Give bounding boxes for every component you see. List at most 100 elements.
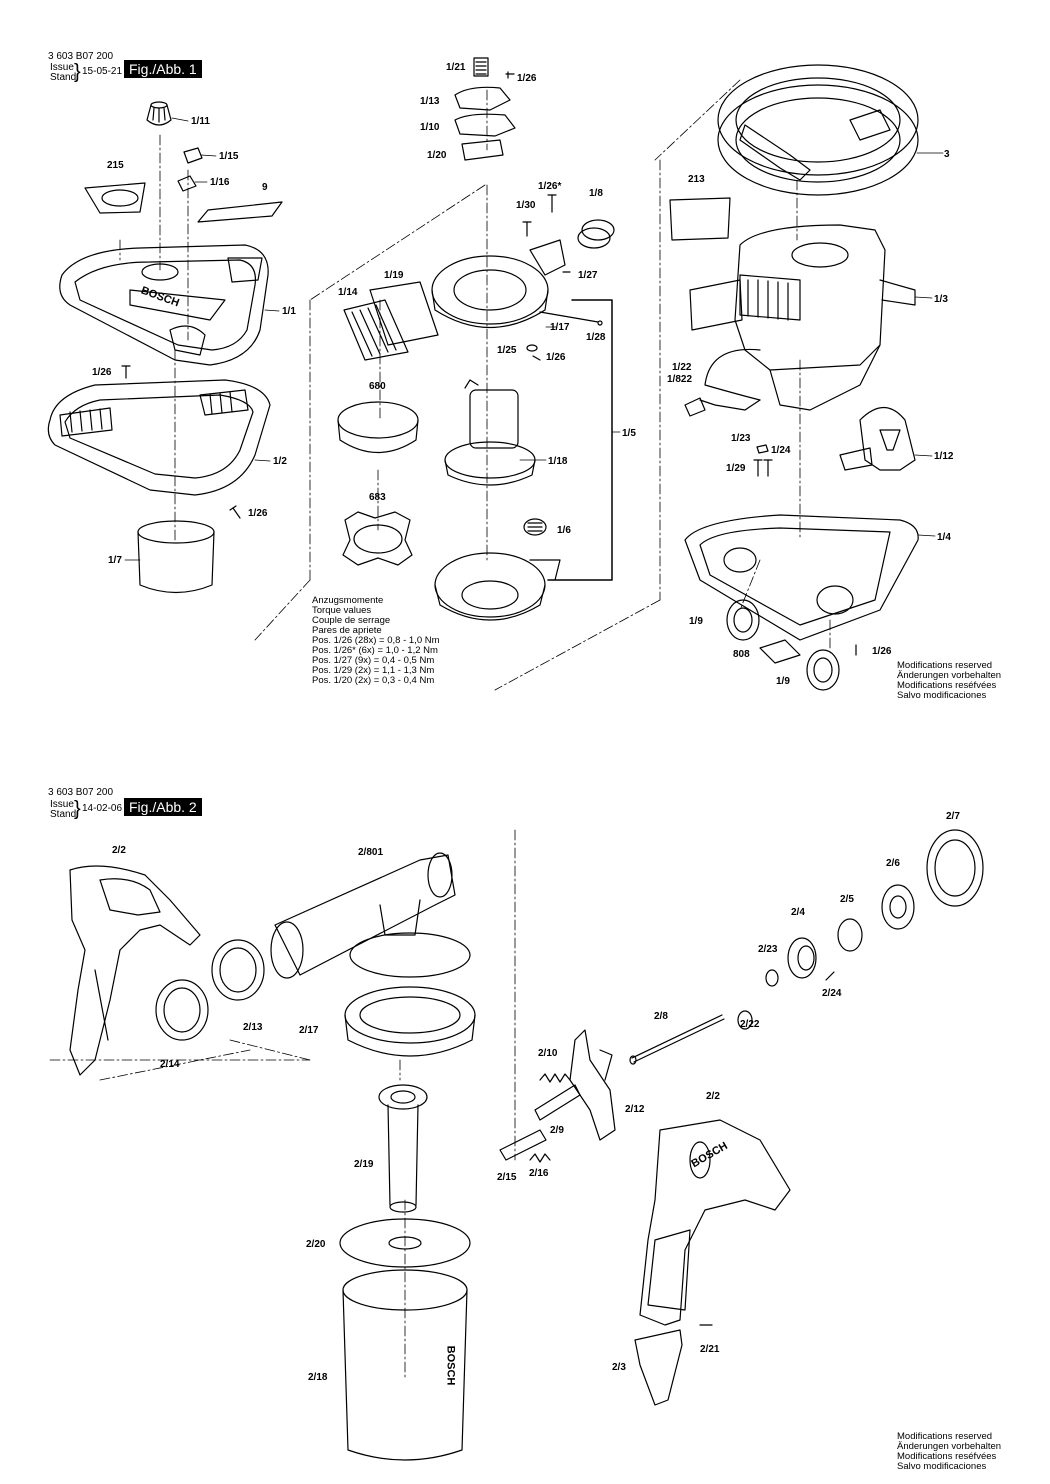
part-label: 1/5 [622,428,636,439]
part-label: 1/17 [550,322,570,333]
part-label: 2/13 [243,1022,263,1033]
part-label: 3 [944,149,950,160]
screw-1-26 [505,71,515,79]
part-label: 2/18 [308,1372,328,1383]
lower-fan-housing [434,552,561,621]
part-label: 1/29 [726,463,746,474]
part-1-8 [577,219,615,249]
part-label: 1/30 [516,200,536,211]
part-1-9-wheel [726,599,760,641]
screw-1-26-star [547,194,557,213]
screw-1-26 [532,355,541,361]
part-1-7 [137,520,215,594]
part-label: 683 [369,492,386,503]
part-label: 1/24 [771,445,791,456]
part-1-15 [183,147,203,164]
part-label: 1/14 [338,287,358,298]
part-label: 1/26* [538,181,562,192]
part-label: 1/3 [934,294,948,305]
part-1-18 [444,379,536,486]
part-label: 680 [369,381,386,392]
part-2-4 [787,937,817,979]
part-label: 2/7 [946,811,960,822]
part-1-13 [454,86,511,111]
part-1-2 [47,379,271,496]
doc-number: 3 603 B07 200 [48,787,114,798]
part-label: 2/6 [886,858,900,869]
part-2-801 [270,852,456,979]
part-1-28 [539,311,603,326]
part-label: 808 [733,649,750,660]
part-label: 2/2 [112,845,126,856]
part-label: 1/26 [517,73,537,84]
separator-lines-fig2 [49,829,516,1381]
part-label: 2/4 [791,907,805,918]
part-label: 1/10 [420,122,440,133]
part-label: 1/9 [776,676,790,687]
part-1-20 [461,139,504,161]
part-label: 2/19 [354,1159,374,1170]
part-213 [669,197,731,241]
part-9 [197,201,283,223]
issue-label: Issue [50,799,74,810]
part-label: 2/3 [612,1362,626,1373]
part-2-10 [539,1073,571,1083]
part-label: 1/28 [586,332,606,343]
figure-label: Fig./Abb. 1 [124,60,202,78]
part-label: 1/25 [497,345,517,356]
brace: } [74,61,81,83]
leader-lines [124,117,944,561]
part-label: 1/23 [731,433,751,444]
part-label: 1/19 [384,270,404,281]
issue-date: 15-05-21 [82,66,123,77]
part-215 [84,182,146,214]
part-1-9-wheel [806,649,840,691]
part-label: 2/16 [529,1168,549,1179]
part-label: 2/15 [497,1172,517,1183]
issue-label: Issue [50,62,74,73]
part-label: 1/822 [667,374,693,385]
part-680 [337,401,419,454]
part-2-5 [837,918,863,952]
part-label: 1/16 [210,177,230,188]
part-2-18 [342,1269,468,1461]
part-label: 213 [688,174,705,185]
part-label: 2/9 [550,1125,564,1136]
part-3-hose [717,64,919,196]
part-1-24 [756,444,769,454]
part-1-12 [839,406,916,471]
part-label: 2/12 [625,1104,645,1115]
part-1-10 [454,113,516,137]
torque-table: Anzugsmomente Torque values Couple de se… [312,595,440,686]
part-label: 2/801 [358,847,384,858]
part-label: 1/20 [427,150,447,161]
figure-label: Fig./Abb. 2 [124,798,202,816]
part-label: 1/1 [282,306,296,317]
part-808 [759,639,801,664]
issue-date: 14-02-06 [82,803,123,814]
part-2-20 [339,1218,471,1268]
part-2-16 [529,1153,551,1163]
part-label: 1/12 [934,451,954,462]
screw-1-29 [753,459,773,477]
part-label: 1/8 [589,188,603,199]
part-label: 215 [107,160,124,171]
screw-1-26 [121,365,131,379]
part-label: 2/24 [822,988,842,999]
part-label: 1/22 [672,362,692,373]
part-label: 1/21 [446,62,466,73]
part-label: 1/26 [248,508,268,519]
part-2-19 [378,1084,428,1213]
part-label: 2/5 [840,894,854,905]
part-label: 1/7 [108,555,122,566]
part-label: 1/13 [420,96,440,107]
washer-1-25 [526,344,538,352]
part-label: 2/10 [538,1048,558,1059]
part-2-22 [737,1010,753,1030]
part-1-14 [343,299,409,361]
brace: } [74,798,81,820]
part-label: 2/2 [706,1091,720,1102]
part-label: 2/17 [299,1025,319,1036]
part-2-17 [344,932,476,1057]
